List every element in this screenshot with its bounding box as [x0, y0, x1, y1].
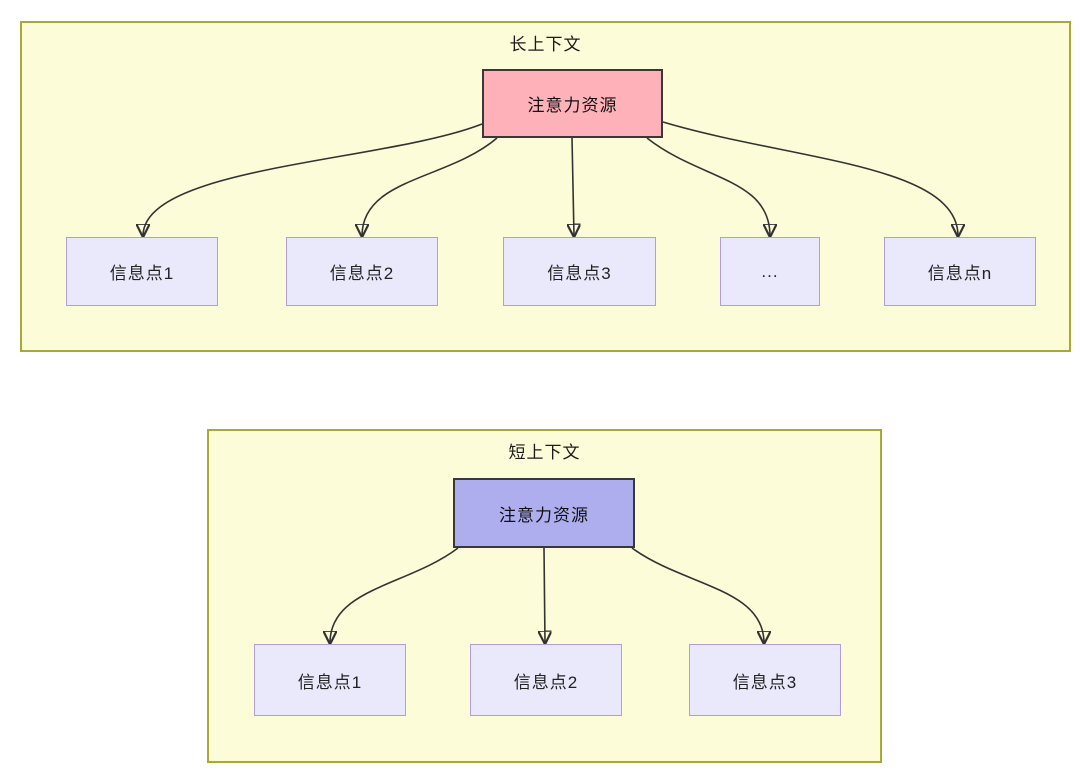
short-attention-resource-box: 注意力资源 — [453, 478, 635, 548]
long-info-point-3-box: 信息点3 — [503, 237, 656, 306]
short-context-title: 短上下文 — [508, 443, 581, 462]
short-info-point-2-box: 信息点2 — [470, 644, 622, 716]
short-info-point-1-box: 信息点1 — [254, 644, 406, 716]
long-context-title: 长上下文 — [509, 35, 582, 54]
long-info-point-ellipsis-box: ... — [720, 237, 820, 306]
long-info-point-n-box: 信息点n — [884, 237, 1036, 306]
short-info-point-3-box: 信息点3 — [689, 644, 841, 716]
long-attention-resource-box: 注意力资源 — [482, 69, 663, 138]
long-info-point-2-box: 信息点2 — [286, 237, 438, 306]
long-info-point-1-box: 信息点1 — [66, 237, 218, 306]
